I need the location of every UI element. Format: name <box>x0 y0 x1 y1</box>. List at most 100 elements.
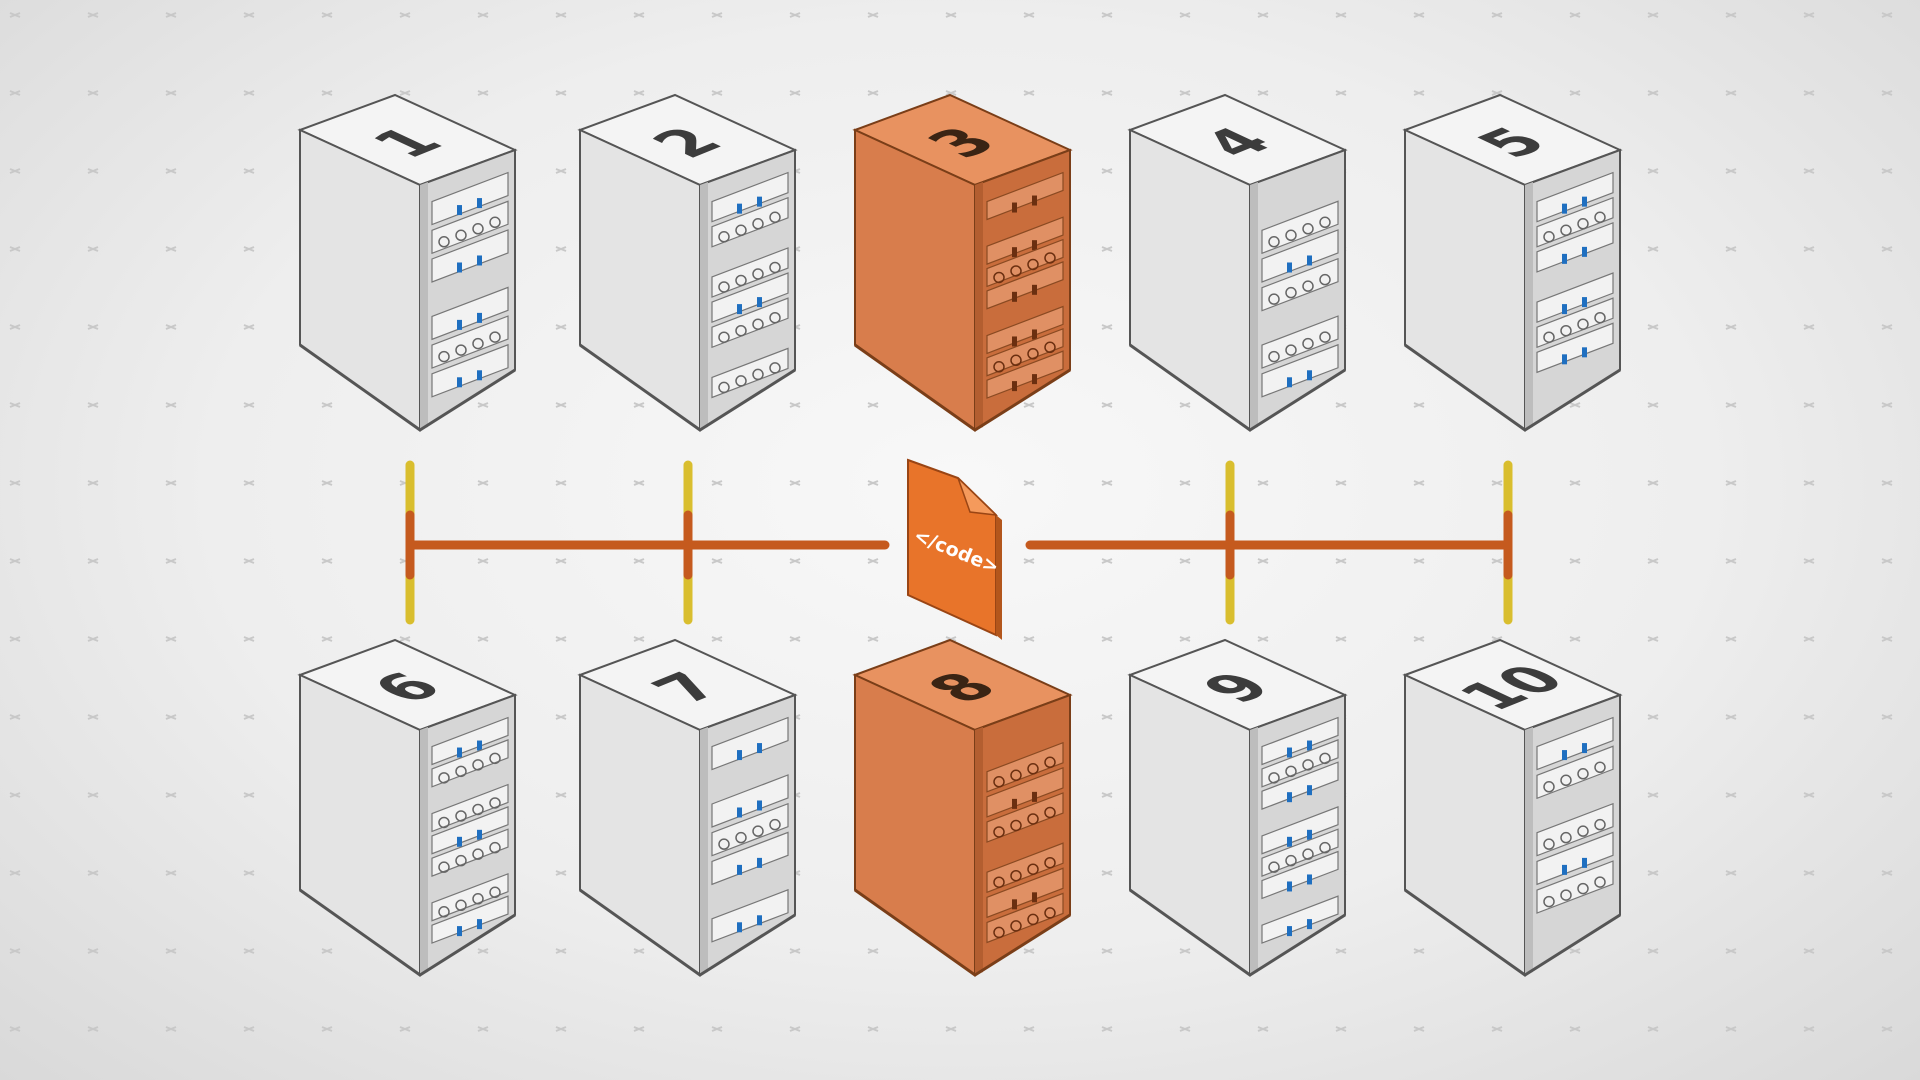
server-led <box>1032 195 1037 206</box>
drive-bay <box>1319 216 1331 229</box>
drive-bay <box>1577 768 1589 780</box>
server-led <box>737 750 742 761</box>
rack-base <box>299 343 421 432</box>
drive-bay <box>438 350 450 363</box>
server-led <box>1012 798 1017 809</box>
server-module <box>1536 171 1614 223</box>
drive-bay <box>438 816 450 829</box>
server-module <box>711 716 789 771</box>
drive-bay <box>769 211 781 224</box>
drive-bay <box>438 906 450 918</box>
server-module <box>431 872 509 922</box>
drive-bay <box>1027 863 1039 875</box>
server-led <box>1562 354 1567 365</box>
drive-bay <box>735 324 747 337</box>
rack-base <box>1129 343 1251 432</box>
server-led <box>477 829 482 840</box>
server-led <box>757 743 762 754</box>
server-module <box>1261 229 1339 283</box>
server-led <box>1032 791 1037 802</box>
server-module <box>1261 716 1339 766</box>
drive-bay <box>1560 324 1572 337</box>
drive-bay <box>1010 265 1022 277</box>
rack-frame <box>420 182 428 430</box>
drive-bay <box>1577 825 1589 837</box>
rack-frame <box>1250 182 1258 430</box>
drive-bay <box>769 261 781 274</box>
server-module <box>711 247 789 298</box>
server-rack-7: 7 <box>577 638 798 977</box>
server-module <box>986 171 1064 221</box>
drive-bay <box>769 818 781 831</box>
server-led <box>477 740 482 751</box>
drive-bay <box>489 841 501 854</box>
drive-bay <box>1543 895 1555 908</box>
drive-bay <box>1044 756 1056 769</box>
server-led <box>477 198 482 209</box>
drive-bay <box>1027 813 1039 825</box>
drive-bay <box>752 825 764 837</box>
server-module <box>1261 806 1339 855</box>
server-module <box>986 261 1064 310</box>
server-led <box>737 203 742 214</box>
drive-bay <box>489 216 501 229</box>
drive-bay <box>752 268 764 280</box>
server-module <box>986 350 1064 399</box>
server-led <box>1012 202 1017 213</box>
server-led <box>757 297 762 308</box>
server-module <box>1261 828 1339 877</box>
drive-bay <box>718 331 730 343</box>
server-module <box>986 238 1064 288</box>
drive-bay <box>472 848 484 860</box>
server-module <box>986 327 1064 377</box>
code-file-icon: </code> <box>907 458 1002 640</box>
server-rack-1: 1 <box>297 93 518 432</box>
server-module <box>986 792 1064 843</box>
code-file-fold <box>957 477 999 516</box>
drive-bay <box>1560 831 1572 844</box>
server-module <box>431 828 509 877</box>
drive-bay <box>1027 913 1039 926</box>
drive-bay <box>489 797 501 809</box>
drive-bay <box>993 826 1005 838</box>
server-module <box>1261 315 1339 369</box>
server-led <box>1582 297 1587 308</box>
rack-base <box>579 888 701 977</box>
connection-lines <box>405 460 1513 625</box>
drive-bay <box>735 224 747 237</box>
drive-bay <box>1285 229 1297 242</box>
drive-bay <box>1010 769 1022 782</box>
server-module <box>986 741 1064 793</box>
server-led <box>1032 892 1037 903</box>
server-led <box>737 807 742 818</box>
drive-bay <box>1268 772 1280 784</box>
server-module <box>711 831 789 886</box>
server-module <box>1536 745 1614 800</box>
drive-bay <box>1577 882 1589 895</box>
rack-frame <box>1250 727 1258 975</box>
server-led <box>1012 899 1017 910</box>
rack-base <box>699 913 796 977</box>
server-module <box>711 774 789 828</box>
server-module <box>431 286 509 341</box>
drive-bay <box>455 899 467 912</box>
rack-base <box>854 888 976 977</box>
drive-bay <box>718 281 730 293</box>
drive-bay <box>1543 781 1555 793</box>
server-led <box>1012 247 1017 258</box>
drive-bay <box>1027 348 1039 360</box>
server-module <box>431 171 509 226</box>
rack-frame <box>1525 727 1533 975</box>
drive-bay <box>1577 218 1589 230</box>
server-led <box>457 262 462 273</box>
server-led <box>1562 864 1567 875</box>
code-file-edge <box>996 515 1002 640</box>
rack-base <box>419 368 516 432</box>
drive-bay <box>1027 258 1039 271</box>
drive-bay <box>1594 761 1606 774</box>
rack-base <box>419 913 516 977</box>
drive-bay <box>1268 861 1280 873</box>
server-led <box>1287 926 1292 937</box>
